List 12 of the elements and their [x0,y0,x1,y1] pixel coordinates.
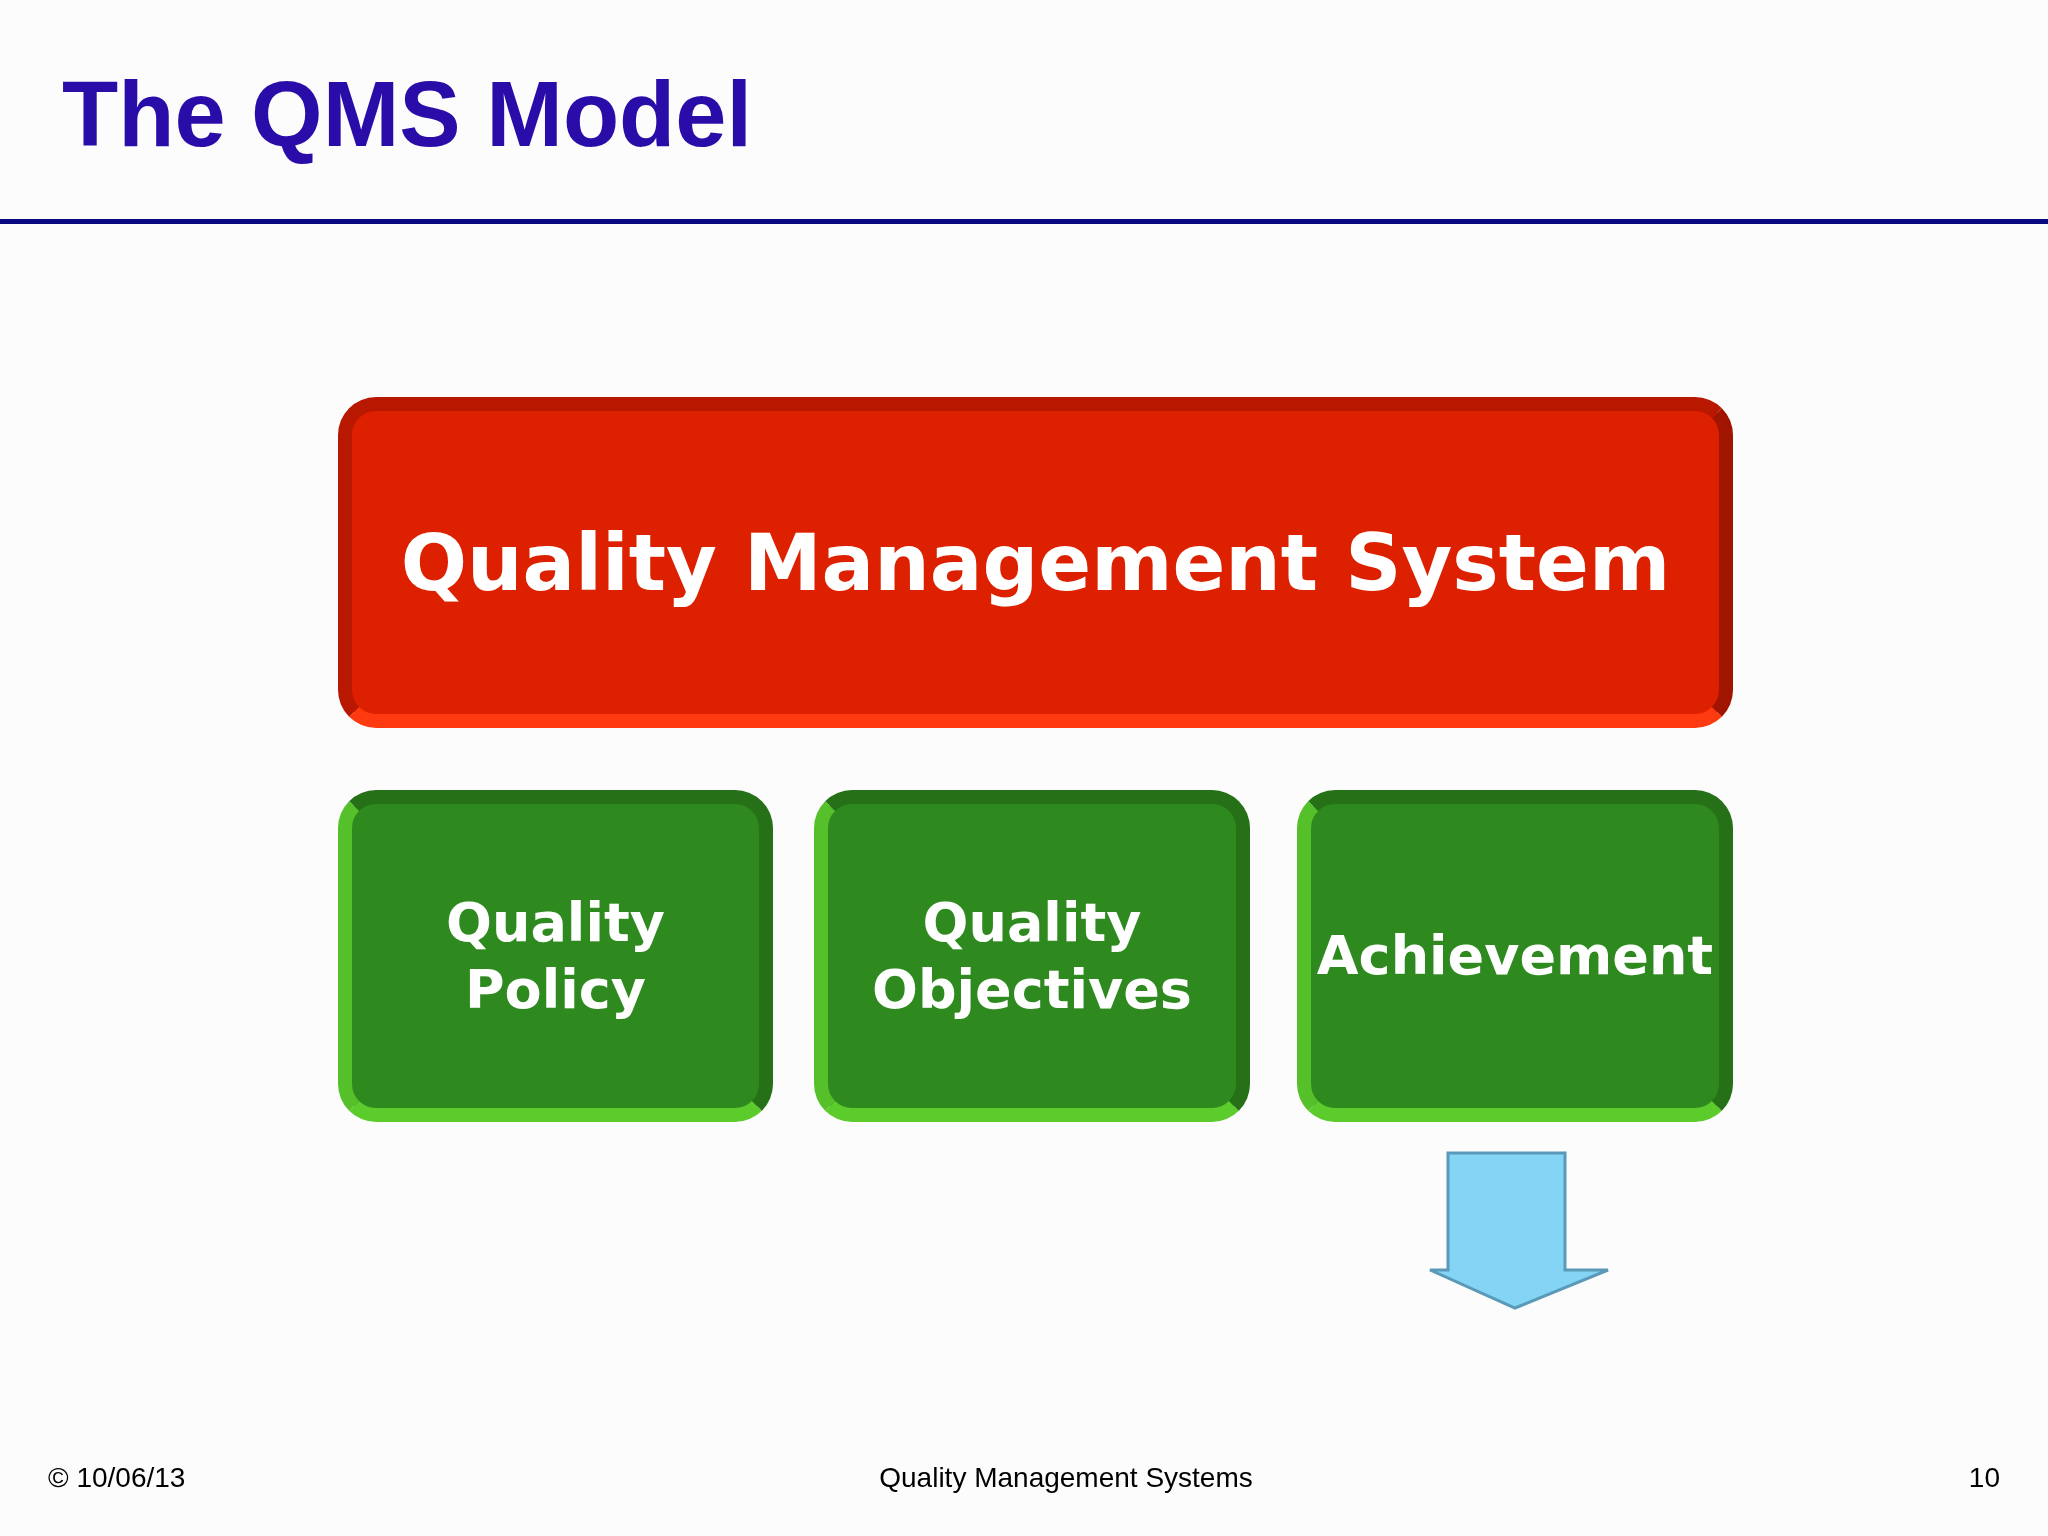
footer-text: 10 [1968,1462,2000,1494]
box-label: Quality Policy [445,889,666,1023]
title: The QMS Model [62,62,752,167]
box-label: Quality Objectives [871,889,1193,1023]
box-label: Achievement [1316,923,1714,990]
pillar-box [1297,790,1733,1122]
footer-text: © 10/06/13 [48,1462,186,1494]
pillar-box [814,790,1250,1122]
footer-text: Quality Management Systems [879,1462,1253,1494]
box-label: Quality Management System [400,517,1671,608]
system-box [338,397,1733,728]
pillar-box [338,790,773,1122]
